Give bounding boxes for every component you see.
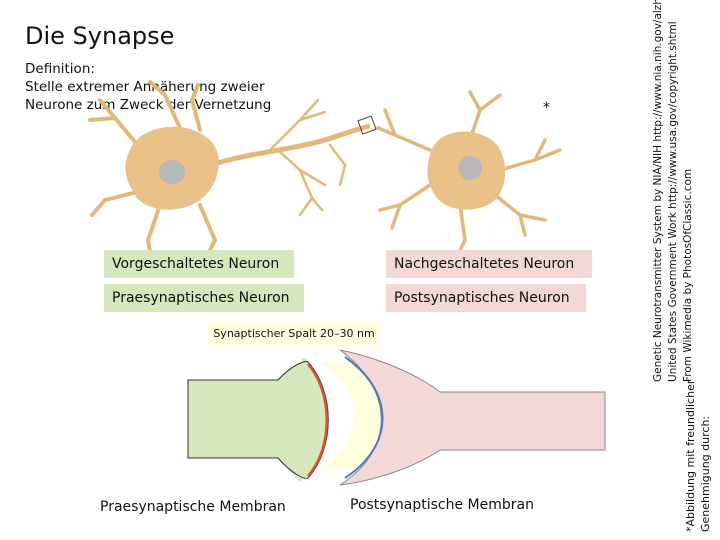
presynaptic-membrane-line	[307, 363, 328, 477]
post-neuron-nucleus	[458, 156, 482, 180]
post-neuron-label: Nachgeschaltetes Neuron	[386, 250, 592, 278]
image-credit-line: Genetic Neurotransmitter System by NIA/N…	[652, 0, 664, 382]
neuron-illustration	[88, 80, 562, 257]
page-title: Die Synapse	[25, 22, 175, 50]
postsynaptic-membrane-line	[344, 356, 384, 479]
post-synaptic-label: Postsynaptisches Neuron	[386, 284, 586, 312]
definition-line: Neurone zum Zweck der Vernetzung	[25, 97, 272, 113]
footnote-marker: *	[543, 100, 550, 116]
footnote-line: *Abbildung mit freundlicher	[684, 379, 697, 532]
presynaptic-terminal	[187, 361, 329, 479]
image-credit-line: From Wikimedia by PhotosOfClassic.com	[682, 168, 694, 382]
synapse-marker	[357, 115, 377, 135]
pre-neuron-nucleus	[159, 160, 185, 184]
postsynaptic-membrane-label: Postsynaptische Membran	[350, 497, 534, 513]
synaptic-gap-label: Synaptischer Spalt 20–30 nm	[208, 322, 380, 346]
footnote-line: Genehmigung durch:	[699, 415, 712, 532]
presynaptic-membrane-label: Praesynaptische Membran	[100, 499, 286, 515]
image-credit-line: United States Government Work http://www…	[667, 21, 679, 382]
synapse-diagram	[187, 349, 606, 486]
definition-line: Stelle extremer Annäherung zweier	[25, 79, 265, 95]
postsynaptic-terminal	[339, 349, 606, 486]
pre-neuron-label: Vorgeschaltetes Neuron	[104, 250, 294, 278]
definition: Definition: Stelle extremer Annäherung z…	[25, 60, 271, 114]
pre-synaptic-label: Praesynaptisches Neuron	[104, 284, 304, 312]
definition-heading: Definition:	[25, 61, 95, 77]
